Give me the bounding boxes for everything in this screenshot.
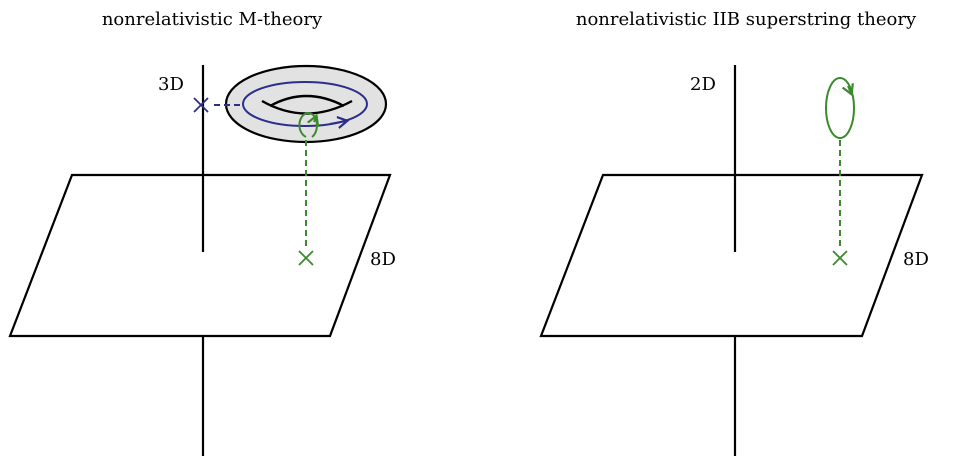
left-green-cross-icon xyxy=(298,250,314,266)
left-panel-title: nonrelativistic M-theory xyxy=(102,9,323,30)
torus-blue-cycle xyxy=(242,81,368,127)
torus-hole-upper xyxy=(269,94,345,108)
torus-blue-arrow xyxy=(329,121,346,124)
right-green-loop-arrow xyxy=(848,86,851,93)
right-8d-plane xyxy=(539,173,924,338)
torus-green-cycle xyxy=(298,111,318,138)
torus-body xyxy=(224,64,388,144)
left-8d-plane xyxy=(8,173,392,338)
torus-green-arrow xyxy=(314,117,316,122)
right-plane-label: 8D xyxy=(903,249,929,270)
right-vertical-label: 2D xyxy=(690,74,716,95)
left-vertical-label: 3D xyxy=(158,74,184,95)
right-panel: nonrelativistic IIB superstring theory 2… xyxy=(539,9,929,456)
left-plane-label: 8D xyxy=(370,249,396,270)
right-green-loop xyxy=(825,77,855,139)
right-green-cross-icon xyxy=(832,250,848,266)
left-panel: nonrelativistic M-theory xyxy=(8,9,396,456)
torus xyxy=(224,64,388,144)
left-blue-cross-icon xyxy=(193,97,209,113)
right-panel-title: nonrelativistic IIB superstring theory xyxy=(576,9,917,30)
